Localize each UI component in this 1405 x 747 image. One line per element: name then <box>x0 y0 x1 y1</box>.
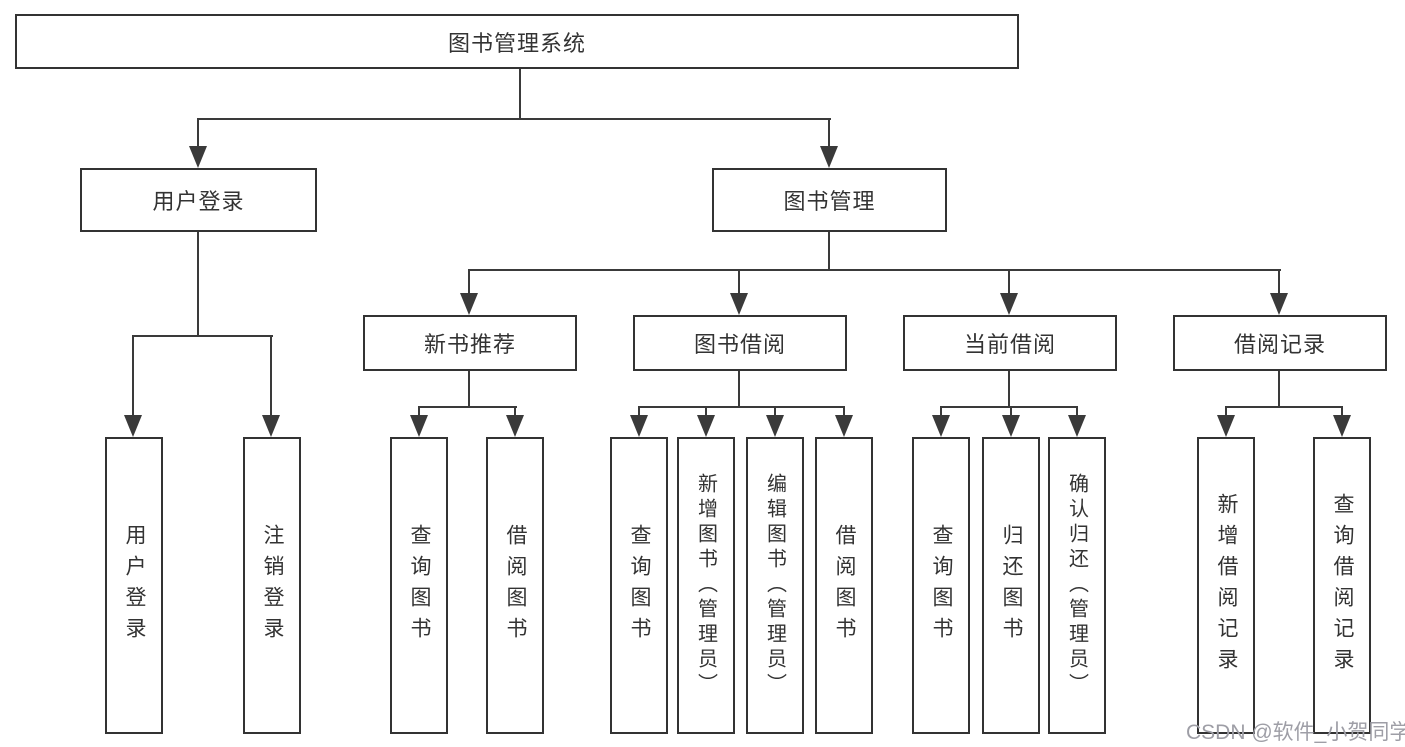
node-borrow-records-label: 借阅记录 <box>1233 332 1326 357</box>
connector-leaf-stub <box>1225 406 1227 418</box>
connector-leaf-stub <box>1076 406 1078 418</box>
leaf-bookborrow-edit-admin-label: 编辑图书（管理员） <box>763 473 786 698</box>
connector-to-new-books <box>468 269 470 295</box>
node-borrow-records: 借阅记录 <box>1173 315 1387 371</box>
arrow-down-icon <box>730 293 748 315</box>
leaf-current-return: 归还图书 <box>982 437 1040 734</box>
node-book-borrow: 图书借阅 <box>633 315 847 371</box>
leaf-newbooks-query-label: 查询图书 <box>408 523 431 648</box>
arrow-down-icon <box>1333 415 1351 437</box>
connector-leaf-stub <box>1341 406 1343 418</box>
node-root: 图书管理系统 <box>15 14 1019 69</box>
leaf-current-query: 查询图书 <box>912 437 970 734</box>
connector-to-user-login <box>197 118 199 148</box>
connector-root-stem <box>519 67 521 120</box>
connector-user-login-rail <box>132 335 273 337</box>
node-user-login: 用户登录 <box>80 168 317 232</box>
leaf-logout: 注销登录 <box>243 437 301 734</box>
connector-new-books-rail <box>418 406 517 408</box>
leaf-newbooks-query: 查询图书 <box>390 437 448 734</box>
connector-leaf-stub <box>843 406 845 418</box>
node-current-borrow-label: 当前借阅 <box>963 332 1056 357</box>
arrow-down-icon <box>262 415 280 437</box>
arrow-down-icon <box>630 415 648 437</box>
arrow-down-icon <box>506 415 524 437</box>
leaf-current-query-label: 查询图书 <box>930 523 953 648</box>
node-root-label: 图书管理系统 <box>447 30 586 56</box>
connector-to-leaf-logout <box>270 335 272 417</box>
connector-borrow-records-rail <box>1225 406 1343 408</box>
connector-to-book-borrow <box>738 269 740 295</box>
node-book-borrow-label: 图书借阅 <box>693 332 786 357</box>
leaf-records-query: 查询借阅记录 <box>1313 437 1371 734</box>
arrow-down-icon <box>1002 415 1020 437</box>
connector-leaf-stub <box>638 406 640 418</box>
leaf-records-query-label: 查询借阅记录 <box>1331 492 1354 679</box>
connector-leaf-stub <box>774 406 776 418</box>
arrow-down-icon <box>1270 293 1288 315</box>
leaf-user-login: 用户登录 <box>105 437 163 734</box>
connector-book-borrow-stem <box>738 369 740 408</box>
connector-leaf-stub <box>1010 406 1012 418</box>
arrow-down-icon <box>1217 415 1235 437</box>
node-user-login-label: 用户登录 <box>152 189 245 214</box>
connector-level3-rail <box>468 269 1281 271</box>
connector-book-mgmt-stem <box>828 231 830 271</box>
connector-to-leaf-user-login <box>132 335 134 417</box>
arrow-down-icon <box>1000 293 1018 315</box>
arrow-down-icon <box>932 415 950 437</box>
connector-to-borrow-records <box>1278 269 1280 295</box>
arrow-down-icon <box>820 146 838 168</box>
arrow-down-icon <box>697 415 715 437</box>
arrow-down-icon <box>835 415 853 437</box>
leaf-records-add-label: 新增借阅记录 <box>1215 492 1238 679</box>
node-book-mgmt-label: 图书管理 <box>783 189 876 214</box>
connector-level2-rail <box>197 118 831 120</box>
watermark: CSDN @软件_小贺同学 <box>1186 721 1405 744</box>
connector-new-books-stem <box>468 369 470 408</box>
arrow-down-icon <box>410 415 428 437</box>
leaf-records-add: 新增借阅记录 <box>1197 437 1255 734</box>
connector-to-current-borrow <box>1008 269 1010 295</box>
arrow-down-icon <box>766 415 784 437</box>
connector-to-book-mgmt <box>828 118 830 148</box>
leaf-user-login-label: 用户登录 <box>123 523 146 648</box>
arrow-down-icon <box>460 293 478 315</box>
connector-leaf-stub <box>940 406 942 418</box>
arrow-down-icon <box>124 415 142 437</box>
leaf-logout-label: 注销登录 <box>261 523 284 648</box>
connector-current-borrow-stem <box>1008 369 1010 408</box>
leaf-bookborrow-add-admin: 新增图书（管理员） <box>677 437 735 734</box>
connector-book-borrow-rail <box>638 406 845 408</box>
leaf-current-confirm-admin-label: 确认归还（管理员） <box>1065 473 1088 698</box>
node-new-books: 新书推荐 <box>363 315 577 371</box>
connector-leaf-stub <box>418 406 420 418</box>
arrow-down-icon <box>1068 415 1086 437</box>
connector-leaf-stub <box>514 406 516 418</box>
connector-borrow-records-stem <box>1278 369 1280 408</box>
connector-leaf-stub <box>705 406 707 418</box>
leaf-bookborrow-add-admin-label: 新增图书（管理员） <box>694 473 717 698</box>
leaf-bookborrow-edit-admin: 编辑图书（管理员） <box>746 437 804 734</box>
node-book-mgmt: 图书管理 <box>712 168 947 232</box>
leaf-bookborrow-query-label: 查询图书 <box>628 523 651 648</box>
leaf-current-return-label: 归还图书 <box>1000 523 1023 648</box>
leaf-current-confirm-admin: 确认归还（管理员） <box>1048 437 1106 734</box>
leaf-newbooks-borrow-label: 借阅图书 <box>504 523 527 648</box>
leaf-bookborrow-query: 查询图书 <box>610 437 668 734</box>
connector-current-borrow-rail <box>940 406 1078 408</box>
node-current-borrow: 当前借阅 <box>903 315 1117 371</box>
connector-user-login-stem <box>197 231 199 337</box>
leaf-bookborrow-borrow: 借阅图书 <box>815 437 873 734</box>
leaf-newbooks-borrow: 借阅图书 <box>486 437 544 734</box>
node-new-books-label: 新书推荐 <box>423 332 516 357</box>
arrow-down-icon <box>189 146 207 168</box>
leaf-bookborrow-borrow-label: 借阅图书 <box>833 523 856 648</box>
